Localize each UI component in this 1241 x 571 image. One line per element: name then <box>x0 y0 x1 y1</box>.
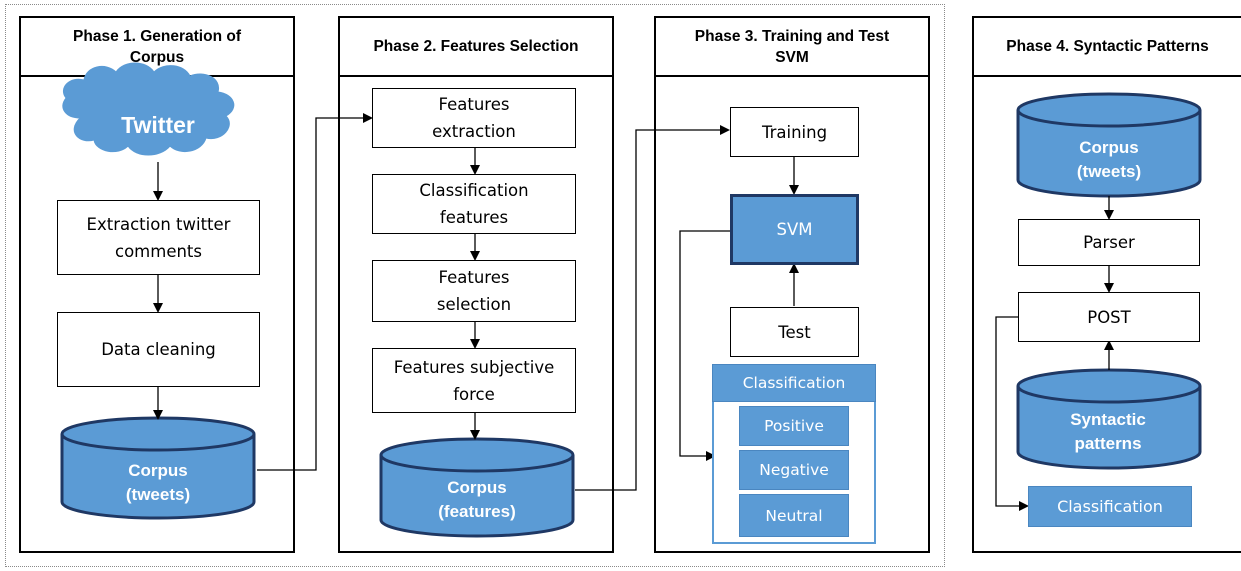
phase4-classification-box: Classification <box>1028 486 1192 527</box>
connector-phase2-to-phase3 <box>575 125 730 491</box>
features-selection-box: Features selection <box>372 260 576 322</box>
corpus-tweets-cylinder-icon <box>60 416 256 520</box>
classification-features-box: Classification features <box>372 174 576 234</box>
connector-svm-to-classification <box>679 230 730 461</box>
phase-2-title: Phase 2. Features Selection <box>340 18 612 77</box>
phase4-corpus-cylinder-icon <box>1016 92 1202 198</box>
class-neutral: Neutral <box>739 494 849 537</box>
features-extraction-box: Features extraction <box>372 88 576 148</box>
data-cleaning-box: Data cleaning <box>57 312 260 387</box>
features-subjective-force-box: Features subjective force <box>372 348 576 413</box>
test-box: Test <box>730 307 859 357</box>
syntactic-patterns-cylinder-icon <box>1016 368 1202 470</box>
phase-4-title: Phase 4. Syntactic Patterns <box>974 18 1241 77</box>
svm-box: SVM <box>730 194 859 265</box>
extraction-comments-box: Extraction twitter comments <box>57 200 260 275</box>
connector-phase1-to-phase2 <box>257 113 373 471</box>
phases-1-3-frame <box>5 4 945 567</box>
classification-header: Classification <box>712 364 876 402</box>
post-box: POST <box>1018 292 1200 342</box>
connector-post-to-classification <box>995 316 1029 511</box>
phase-3-title: Phase 3. Training and Test SVM <box>656 18 928 77</box>
parser-box: Parser <box>1018 219 1200 266</box>
training-box: Training <box>730 107 859 157</box>
class-positive: Positive <box>739 406 849 446</box>
class-negative: Negative <box>739 450 849 490</box>
twitter-cloud-icon <box>62 62 235 156</box>
corpus-features-cylinder-icon <box>379 437 575 538</box>
